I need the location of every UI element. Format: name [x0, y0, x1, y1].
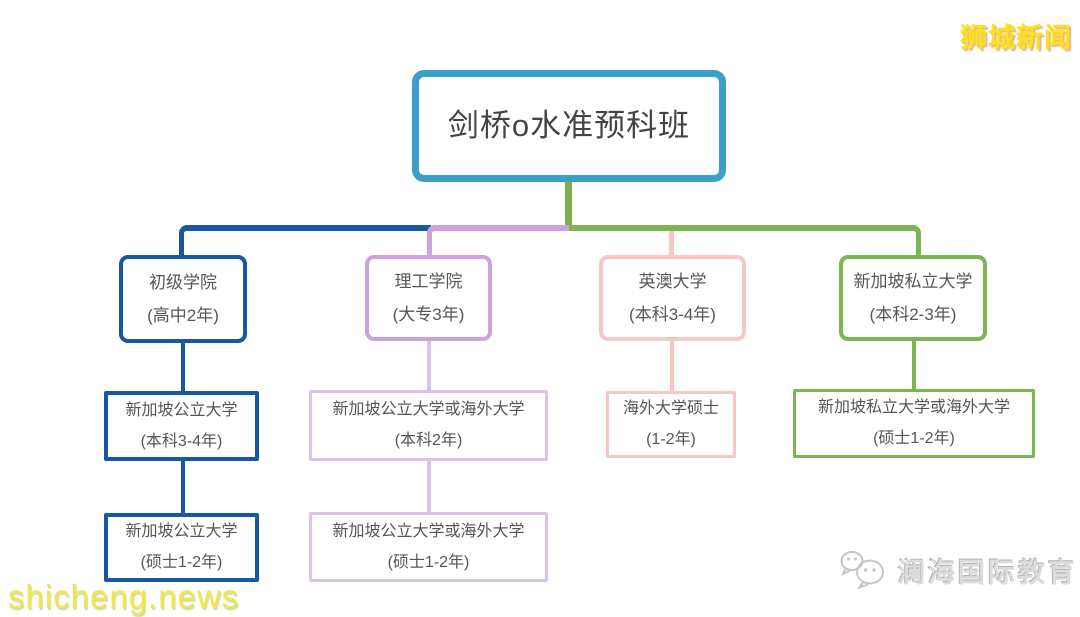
node-sublabel: (本科2年) — [394, 432, 463, 449]
node-sublabel: (硕士1-2年) — [873, 430, 955, 447]
connector-branch-jc — [179, 225, 431, 257]
node-overseas-master: 海外大学硕士 (1-2年) — [606, 391, 736, 458]
connector-poly-l3 — [427, 461, 431, 512]
wechat-icon — [840, 551, 884, 590]
node-label: 初级学院 — [149, 273, 217, 292]
watermark-shicheng-news: 狮城新闻 — [960, 23, 1072, 53]
connector-poly-l2 — [427, 341, 431, 391]
node-polytechnic: 理工学院 (大专3年) — [365, 255, 492, 341]
node-label: 新加坡私立大学 — [853, 272, 973, 291]
node-sublabel: (本科3-4年) — [140, 432, 223, 450]
page-title: 剑桥o水准预科班 — [447, 107, 691, 143]
node-uk-au-university: 英澳大学 (本科3-4年) — [599, 255, 746, 341]
node-label: 新加坡私立大学或海外大学 — [817, 399, 1010, 416]
node-label: 新加坡公立大学 — [125, 523, 238, 540]
node-junior-college: 初级学院 (高中2年) — [119, 255, 247, 343]
connector-title-stem — [565, 180, 572, 229]
connector-branch-private — [569, 225, 921, 257]
node-sublabel: (本科3-4年) — [629, 304, 716, 324]
node-public-uni-master: 新加坡公立大学 (硕士1-2年) — [104, 513, 259, 582]
watermark-url: shicheng.news — [8, 578, 240, 615]
node-label: 英澳大学 — [638, 272, 707, 291]
node-sublabel: (1-2年) — [646, 431, 696, 448]
node-public-uni-bachelor: 新加坡公立大学 (本科3-4年) — [104, 391, 259, 461]
connector-branch-ukau — [669, 231, 674, 257]
watermark-brand-text: 澜海国际教育 — [898, 557, 1078, 588]
node-sublabel: (高中2年) — [147, 305, 219, 325]
node-sublabel: (硕士1-2年) — [140, 554, 223, 571]
node-private-university: 新加坡私立大学 (本科2-3年) — [839, 255, 987, 341]
connector-branch-poly — [427, 225, 569, 257]
connector-private-l2 — [912, 341, 916, 390]
node-public-or-overseas-master: 新加坡公立大学或海外大学 (硕士1-2年) — [309, 512, 548, 582]
node-label: 新加坡公立大学 — [125, 401, 238, 419]
node-label: 新加坡公立大学或海外大学 — [332, 522, 525, 540]
node-label: 新加坡公立大学或海外大学 — [332, 401, 525, 418]
connector-jc-l2 — [181, 343, 185, 392]
node-label: 海外大学硕士 — [622, 400, 719, 417]
node-public-or-overseas-bachelor: 新加坡公立大学或海外大学 (本科2年) — [309, 390, 548, 461]
node-sublabel: (大专3年) — [392, 304, 465, 324]
node-private-or-overseas-master: 新加坡私立大学或海外大学 (硕士1-2年) — [793, 389, 1035, 458]
node-label: 理工学院 — [394, 272, 463, 291]
title-box: 剑桥o水准预科班 — [412, 70, 726, 182]
node-sublabel: (硕士1-2年) — [387, 553, 470, 571]
watermark-brand: 澜海国际教育 — [839, 549, 1078, 591]
node-sublabel: (本科2-3年) — [869, 304, 957, 324]
connector-jc-l3 — [181, 461, 185, 513]
connector-ukau-l2 — [670, 341, 674, 392]
